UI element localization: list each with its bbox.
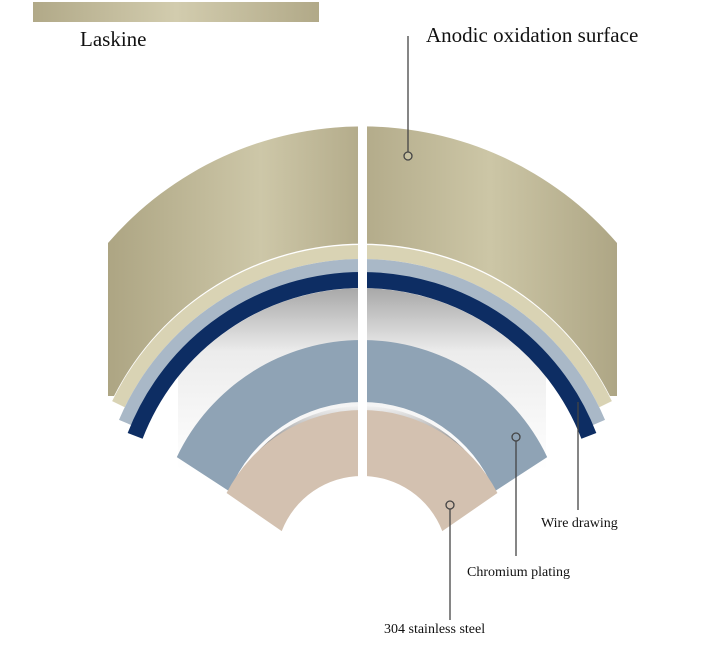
chromium-leader: [511, 432, 521, 556]
cutaway-gap: [358, 120, 367, 490]
chromium-plating-label: Chromium plating: [467, 565, 570, 580]
steel-leader: [445, 500, 455, 620]
anodic-leader: [403, 36, 413, 161]
laskine-label: Laskine: [80, 27, 146, 51]
steel-marker-dot: [445, 500, 455, 510]
stainless-steel-label: 304 stainless steel: [384, 622, 485, 637]
chromium-marker-dot: [511, 432, 521, 442]
anodic-marker-dot: [403, 151, 413, 161]
laskine-swatch: [33, 2, 319, 22]
anodic-oxidation-label: Anodic oxidation surface: [426, 23, 638, 47]
wire-drawing-label: Wire drawing: [541, 516, 618, 531]
anodic-oxidation-layer: [108, 126, 617, 396]
chromium-plating-layer: [176, 339, 548, 492]
